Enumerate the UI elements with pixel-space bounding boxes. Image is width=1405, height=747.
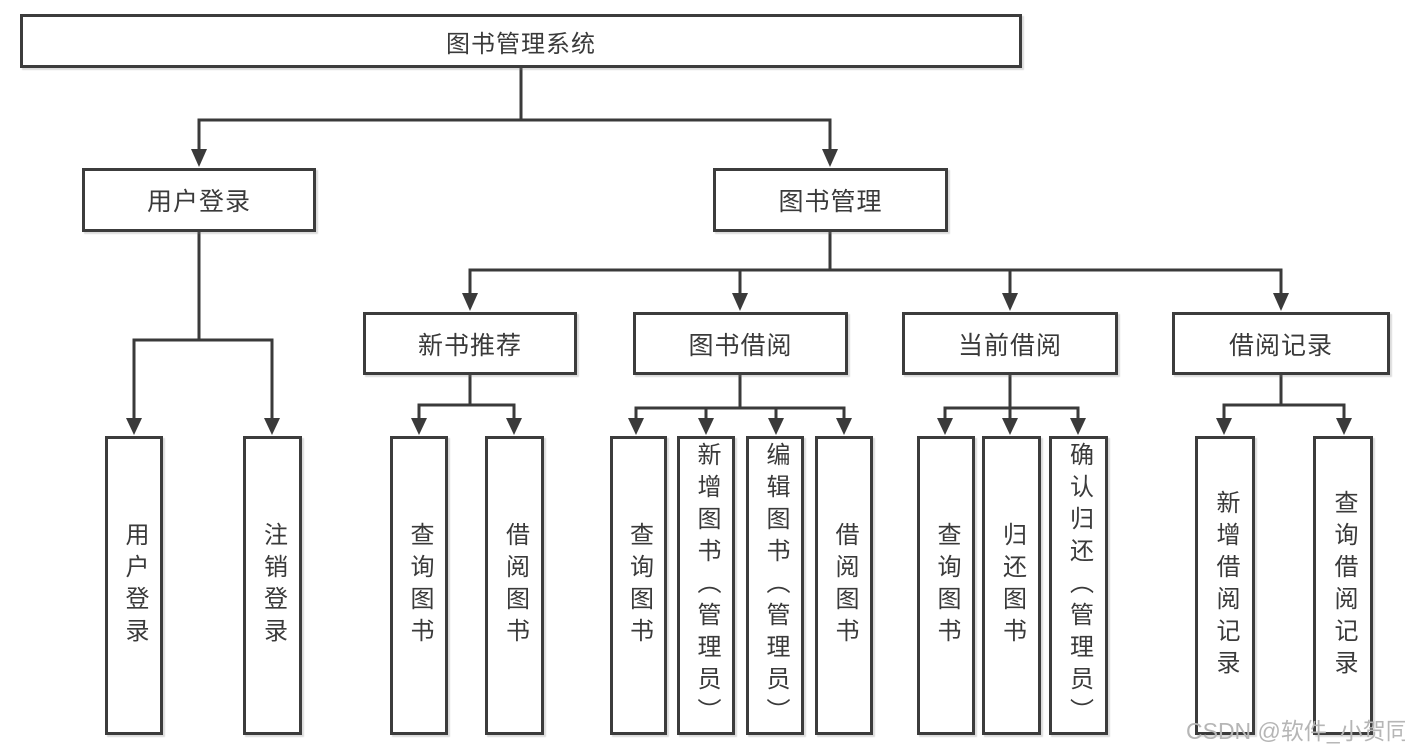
leaf-edit-books-admin: 编辑图书（管理员） bbox=[746, 436, 804, 735]
node-label: 图书管理 bbox=[778, 188, 883, 216]
node-label: 当前借阅 bbox=[957, 331, 1062, 360]
leaf-label: 注销登录 bbox=[259, 521, 287, 650]
node-book-management: 图书管理 bbox=[713, 168, 948, 232]
leaf-query-books-current: 查询图书 bbox=[917, 436, 975, 735]
leaf-label: 归还图书 bbox=[998, 521, 1026, 650]
leaf-query-books-recommend: 查询图书 bbox=[390, 436, 448, 735]
node-new-book-recommendation: 新书推荐 bbox=[363, 312, 577, 375]
leaf-label: 查询图书 bbox=[406, 521, 433, 650]
leaf-label: 新增借阅记录 bbox=[1212, 489, 1239, 682]
leaf-query-books-borrow: 查询图书 bbox=[610, 436, 667, 735]
leaf-label: 借阅图书 bbox=[501, 521, 529, 650]
leaf-confirm-return-admin: 确认归还（管理员） bbox=[1049, 436, 1108, 735]
leaf-add-borrow-record: 新增借阅记录 bbox=[1195, 436, 1255, 735]
node-root-library-system: 图书管理系统 bbox=[20, 14, 1022, 68]
leaf-borrow-books-recommend: 借阅图书 bbox=[485, 436, 544, 735]
leaf-label: 查询图书 bbox=[625, 521, 653, 650]
leaf-label: 查询借阅记录 bbox=[1330, 489, 1357, 682]
node-label: 图书借阅 bbox=[688, 331, 793, 360]
node-user-login: 用户登录 bbox=[82, 168, 316, 232]
leaf-label: 借阅图书 bbox=[831, 521, 858, 650]
leaf-query-borrow-record: 查询借阅记录 bbox=[1313, 436, 1373, 735]
node-book-borrowing: 图书借阅 bbox=[633, 312, 848, 375]
leaf-return-books: 归还图书 bbox=[982, 436, 1041, 735]
node-current-borrowing: 当前借阅 bbox=[902, 312, 1118, 375]
csdn-watermark: CSDN @软件_小贺同学 bbox=[1186, 718, 1405, 744]
leaf-user-login: 用户登录 bbox=[105, 436, 163, 735]
leaf-add-books-admin: 新增图书（管理员） bbox=[677, 436, 735, 735]
leaf-label: 用户登录 bbox=[121, 521, 148, 650]
node-label: 用户登录 bbox=[146, 188, 251, 216]
leaf-label: 确认归还（管理员） bbox=[1065, 441, 1093, 730]
leaf-logout: 注销登录 bbox=[243, 436, 302, 735]
node-label: 新书推荐 bbox=[417, 331, 522, 360]
node-borrowing-records: 借阅记录 bbox=[1172, 312, 1390, 375]
node-label: 图书管理系统 bbox=[446, 30, 596, 58]
leaf-borrow-books: 借阅图书 bbox=[815, 436, 873, 735]
leaf-label: 新增图书（管理员） bbox=[693, 441, 720, 730]
leaf-label: 编辑图书（管理员） bbox=[762, 441, 789, 730]
node-label: 借阅记录 bbox=[1228, 331, 1333, 360]
leaf-label: 查询图书 bbox=[933, 521, 960, 650]
